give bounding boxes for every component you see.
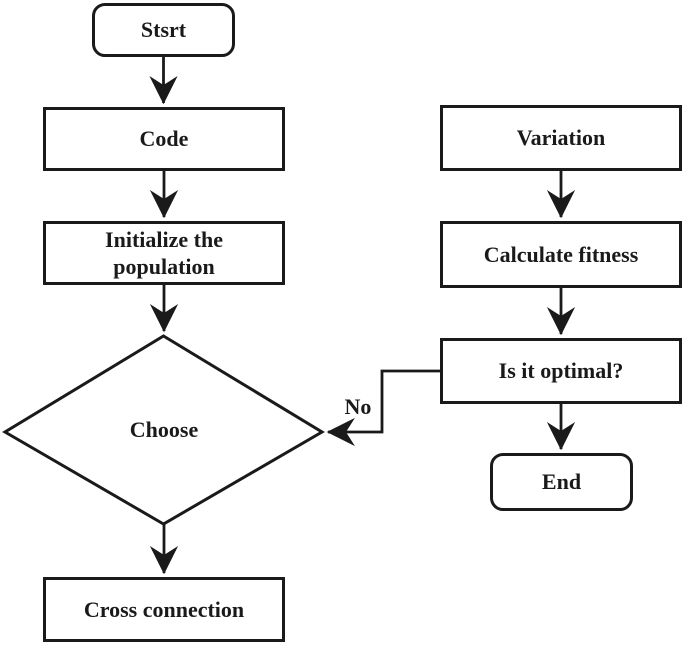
node-calculate-fitness-label: Calculate fitness	[483, 241, 639, 267]
flowchart-node-cross-connection: Cross connection	[43, 577, 285, 642]
node-cross-connection-label: Cross connection	[83, 596, 245, 622]
flowchart-node-initialize-population: Initialize the population	[43, 221, 285, 285]
edge-label-no: No	[336, 392, 380, 422]
flowchart-node-is-it-optimal: Is it optimal?	[440, 338, 682, 404]
flowchart-node-end: End	[490, 453, 633, 511]
node-is-it-optimal-label: Is it optimal?	[498, 358, 624, 384]
node-code-label: Code	[139, 126, 189, 152]
node-initialize-population-label: Initialize the population	[105, 226, 223, 280]
edge-no-text: No	[344, 394, 372, 419]
flowchart-node-code: Code	[43, 107, 285, 171]
flowchart-node-choose-label: Choose	[88, 412, 240, 448]
node-end-label: End	[541, 469, 582, 495]
node-start-label: Stsrt	[140, 17, 187, 43]
node-choose-label: Choose	[129, 417, 199, 442]
flowchart-node-start: Stsrt	[92, 3, 235, 57]
node-variation-label: Variation	[516, 125, 606, 151]
flowchart-node-variation: Variation	[440, 105, 682, 171]
flowchart-node-calculate-fitness: Calculate fitness	[440, 221, 682, 288]
arrow-optimal-no-to-choose	[326, 369, 440, 447]
